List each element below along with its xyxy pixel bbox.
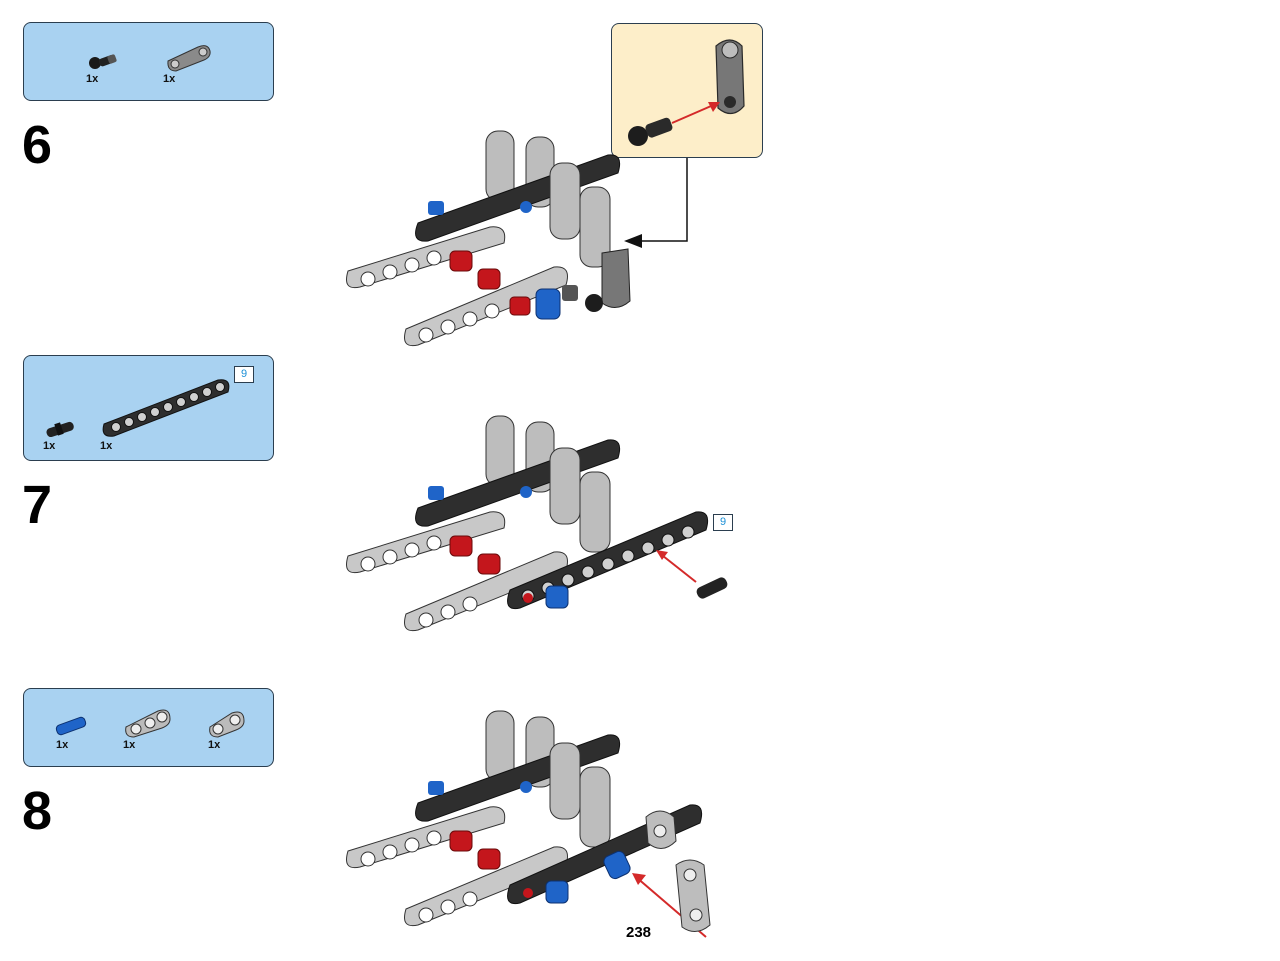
- callout-pointer-arrow: [624, 158, 688, 248]
- callout-assembly-illustration: [628, 39, 745, 146]
- part-qty: 1x: [123, 739, 136, 751]
- step-8-model: [346, 710, 711, 938]
- gray-double-connector-icon: [125, 709, 171, 738]
- gray-cross-connector-icon: [209, 711, 245, 738]
- part-qty: 1x: [43, 440, 56, 452]
- step-7-model: [346, 415, 728, 632]
- parts-list-step-7: 1x 1x 9: [23, 355, 274, 461]
- beam-length-tag: 9: [234, 366, 254, 383]
- black-friction-pin-icon: [46, 421, 74, 438]
- step-number: 8: [22, 781, 53, 841]
- page-number: 238: [626, 924, 652, 941]
- parts-list-step-8: 1x 1x 1x: [23, 688, 274, 767]
- gray-cross-connector-icon: [167, 45, 211, 72]
- step-6-model: [346, 130, 631, 347]
- part-qty: 1x: [100, 440, 113, 452]
- part-qty: 1x: [56, 739, 69, 751]
- blue-axle-pin-icon: [55, 716, 87, 736]
- beam-length-tag: 9: [713, 514, 733, 531]
- step-number: 6: [22, 115, 53, 175]
- parts-list-step-6: 1x 1x: [23, 22, 274, 101]
- black-beam-9-icon: [102, 379, 230, 437]
- part-qty: 1x: [163, 73, 176, 85]
- sub-assembly-callout: [611, 23, 763, 158]
- part-qty: 1x: [86, 73, 99, 85]
- part-qty: 1x: [208, 739, 221, 751]
- step-number: 7: [22, 475, 53, 535]
- black-pin-with-ball-icon: [89, 54, 117, 69]
